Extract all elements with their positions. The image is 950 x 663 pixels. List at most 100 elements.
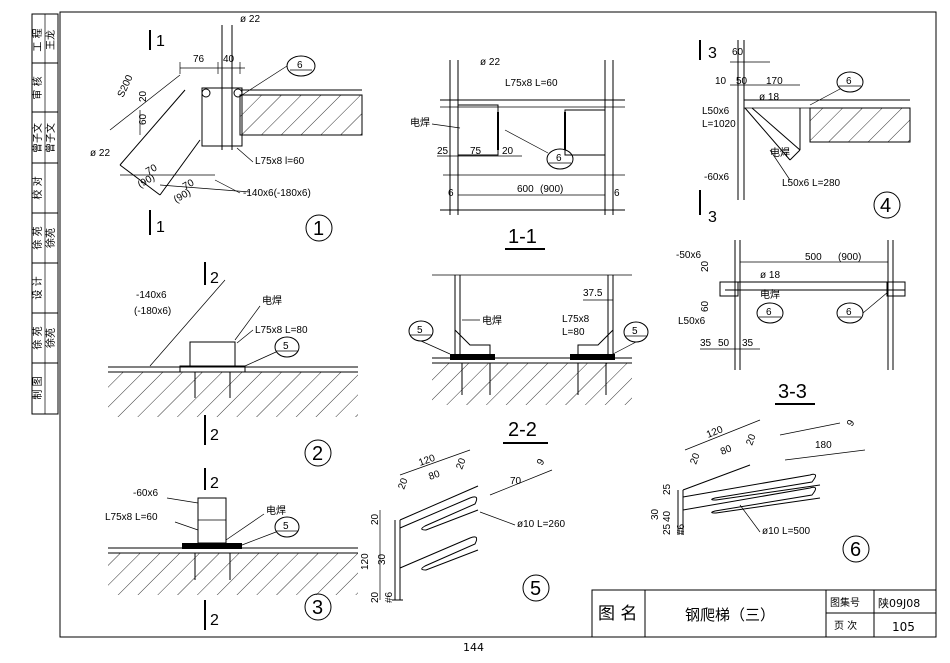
detail-6: 120 20 80 20 9 180 25 30 40 25 #6 ø10 L=…	[650, 418, 870, 563]
dim: 30	[650, 508, 661, 520]
atlas-number: 陕09J08	[878, 596, 920, 610]
dim: 37.5	[583, 288, 603, 299]
dim: 20	[502, 146, 514, 157]
detail-number-4: 4	[880, 195, 891, 217]
detail-number-3: 3	[312, 597, 323, 619]
dim: 25	[437, 146, 449, 157]
dim: 40	[223, 54, 235, 65]
dim: 50	[718, 338, 730, 349]
weld-note: 电焊	[262, 294, 282, 307]
dim: 80	[427, 469, 442, 483]
dim: 6	[448, 188, 454, 199]
label: L75x8 L=60	[505, 78, 558, 89]
label: ø10 L=500	[762, 526, 811, 537]
dim: 75	[470, 146, 482, 157]
detail-5: 120 20 80 20 70 9 ø10 L=260 20 120 30 20…	[360, 449, 566, 603]
dim: 30	[377, 553, 388, 565]
dim: 120	[360, 553, 371, 570]
label: ø 22	[90, 148, 110, 159]
label: ø 18	[759, 92, 779, 103]
strip-role-7: 徐 苑	[31, 326, 44, 349]
label: L75x8 l=60	[255, 156, 305, 167]
dim: (900)	[540, 184, 563, 195]
label: ø 22	[480, 57, 500, 68]
dim: 9	[845, 418, 858, 429]
detail-3: 2 2 -60x6 L75x8 L=60 电焊 5 3	[105, 468, 358, 630]
cut-mark-2-top: 2	[210, 270, 219, 287]
strip-role-2: 审 核	[31, 76, 44, 99]
dim: 180	[815, 440, 832, 451]
label: ø 18	[760, 270, 780, 281]
strip-role-4: 校 对	[31, 176, 44, 199]
strip-role-1: 工 程	[32, 28, 44, 51]
dim: 60	[700, 300, 711, 312]
ref-bubble-6: 6	[556, 153, 562, 164]
label: ø10 L=260	[517, 519, 566, 530]
weld-note: 电焊	[410, 116, 430, 129]
dim: 20	[396, 476, 410, 491]
strip-sign-7: 徐苑	[44, 328, 57, 348]
strip-sign-3: 曾子文	[44, 123, 57, 153]
dim: 20	[370, 513, 381, 525]
dim: #6	[676, 523, 687, 535]
weld-note: 电焊	[266, 504, 286, 517]
dim: 76	[193, 54, 205, 65]
detail-4: 3 3 60 10 50 170 L50x6 L=1020 ø 18 6 电焊 …	[699, 40, 911, 226]
strip-sign-1: 王龙	[44, 30, 57, 50]
section-1-1: ø 22 L75x8 L=60 电焊 25 75 20 6 600 (900) …	[410, 57, 625, 250]
dim: 35	[700, 338, 712, 349]
dim: 35	[742, 338, 754, 349]
label: L75x8	[562, 314, 590, 325]
detail-1: 1 1 ø 22 76 40 S200 20 60 ø 22 70 (	[90, 14, 363, 242]
dim: 20	[138, 90, 149, 102]
section-title-3-3: 3-3	[778, 381, 807, 403]
dim: 120	[705, 424, 725, 441]
label: ø 22	[240, 14, 260, 25]
dim: 600	[517, 184, 534, 195]
label: L75x8 L=80	[255, 325, 308, 336]
cut-mark-1-top: 1	[156, 33, 165, 50]
label: L=1020	[702, 119, 736, 130]
detail-2: 2 2 -140x6 (-180x6) 电焊 L75x8 L=80 5 2	[108, 262, 358, 467]
cut-mark-1-bottom: 1	[156, 219, 165, 236]
page-label: 页 次	[834, 619, 857, 632]
ref-bubble-5: 5	[417, 325, 423, 336]
page-number: 105	[892, 620, 915, 634]
strip-role-8: 制 图	[31, 376, 44, 399]
weld-note: 电焊	[770, 146, 790, 159]
section-title-2-2: 2-2	[508, 419, 537, 441]
weld-note: 电焊	[760, 288, 780, 301]
dim: 20	[454, 456, 468, 471]
cut-mark-2-top: 2	[210, 475, 219, 492]
strip-role-6: 设 计	[31, 276, 44, 299]
dim: 6	[614, 188, 620, 199]
dim: 20	[370, 591, 381, 603]
ref-bubble-6: 6	[297, 60, 303, 71]
dim: 25	[662, 483, 673, 495]
cut-mark-2-bottom: 2	[210, 612, 219, 629]
label: -60x6	[133, 488, 158, 499]
cut-mark-2-bottom: 2	[210, 427, 219, 444]
detail-number-5: 5	[530, 578, 541, 600]
strip-role-5: 徐 苑	[31, 226, 44, 249]
ref-bubble-5: 5	[283, 341, 289, 352]
dim: (900)	[838, 252, 861, 263]
dim: 60	[732, 47, 744, 58]
dim: 20	[744, 432, 758, 447]
label: (-180x6)	[134, 306, 171, 317]
label: L=80	[562, 327, 585, 338]
drawing-title: 钢爬梯（三）	[685, 606, 775, 624]
ref-bubble-5: 5	[632, 326, 638, 337]
dim: 40	[662, 510, 673, 522]
sign-strip: 工 程 王龙 审 核 曾子文 曾子文 校 对 徐 苑 徐苑 设 计 徐 苑 徐苑…	[31, 13, 59, 415]
label: L50x6	[702, 106, 730, 117]
dim: #6	[384, 591, 395, 603]
detail-number-2: 2	[312, 443, 323, 465]
footer-page-number: 144	[463, 641, 484, 654]
label: L75x8 L=60	[105, 512, 158, 523]
label: L50x6	[678, 316, 706, 327]
dim: 120	[417, 453, 437, 469]
dim: 9	[535, 457, 548, 468]
sheet-border	[59, 11, 937, 638]
